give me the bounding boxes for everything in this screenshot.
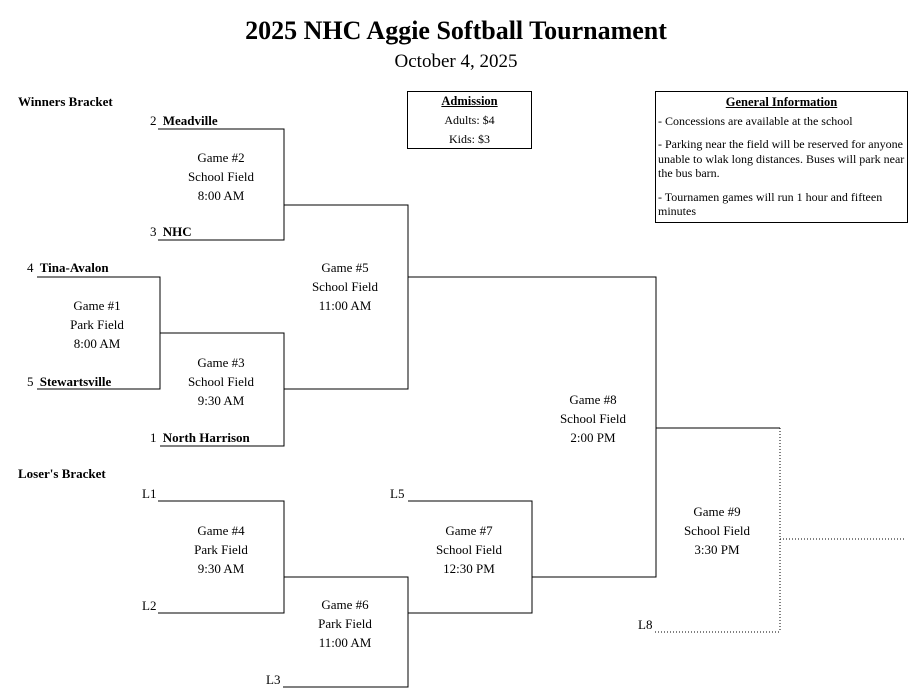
team-name: Meadville [162, 113, 218, 128]
game-5-info: Game #5 School Field 11:00 AM [285, 258, 405, 315]
game-name: Game #8 [569, 392, 617, 407]
game-field: School Field [187, 169, 255, 184]
tournament-date: October 4, 2025 [394, 51, 518, 72]
game-2-info: Game #2 School Field 8:00 AM [161, 148, 281, 205]
game-time: 9:30 AM [197, 393, 245, 408]
game-8-info: Game #8 School Field 2:00 PM [533, 390, 653, 447]
game-time: 8:00 AM [197, 188, 245, 203]
loser-slot-l5: L5 [390, 486, 405, 501]
game-time: 9:30 AM [197, 561, 245, 576]
loser-slot-l1: L1 [142, 486, 157, 501]
game-time: 2:00 PM [570, 430, 616, 445]
game7-connector [408, 500, 533, 614]
info-parking: - Parking near the field will be reserve… [658, 137, 905, 180]
game-field: Park Field [318, 616, 372, 631]
game-name: Game #2 [197, 150, 245, 165]
seed-number: 4 [27, 260, 34, 275]
game-time: 11:00 AM [318, 635, 372, 650]
loser-slot-l2: L2 [142, 598, 157, 613]
game-9-info: Game #9 School Field 3:30 PM [657, 502, 777, 559]
team-north-harrison: 1 North Harrison [150, 430, 250, 446]
team-name: Tina-Avalon [39, 260, 109, 275]
game-name: Game #5 [321, 260, 369, 275]
game-name: Game #3 [197, 355, 245, 370]
team-nhc: 3 NHC [150, 224, 192, 240]
game-field: School Field [187, 374, 255, 389]
game-time: 11:00 AM [318, 298, 372, 313]
game4-connector [158, 500, 285, 614]
team-stewartsville: 5 Stewartsville [27, 374, 111, 390]
game-field: Park Field [70, 317, 124, 332]
losers-bracket-label: Loser's Bracket [18, 466, 106, 481]
game6-connector [283, 576, 409, 688]
general-info-box: General Information - Concessions are av… [655, 91, 908, 223]
admission-adults: Adults: $4 [444, 113, 495, 127]
winners-bracket-label: Winners Bracket [18, 94, 113, 109]
game-field: School Field [435, 542, 503, 557]
game-name: Game #6 [321, 597, 369, 612]
game-3-info: Game #3 School Field 9:30 AM [161, 353, 281, 410]
game-field: School Field [311, 279, 379, 294]
admission-kids: Kids: $3 [448, 132, 490, 146]
team-name: North Harrison [162, 430, 250, 445]
admission-box: Admission Adults: $4 Kids: $3 [407, 91, 532, 149]
game-time: 3:30 PM [694, 542, 740, 557]
info-game-length: - Tournamen games will run 1 hour and fi… [658, 189, 883, 219]
game-7-info: Game #7 School Field 12:30 PM [409, 521, 529, 578]
game-name: Game #9 [693, 504, 741, 519]
game-field: Park Field [194, 542, 248, 557]
game-time: 8:00 AM [73, 336, 121, 351]
game-field: School Field [559, 411, 627, 426]
page-title: 2025 NHC Aggie Softball Tournament [245, 16, 667, 45]
team-name: NHC [162, 224, 192, 239]
game-name: Game #1 [73, 298, 121, 313]
game-name: Game #4 [197, 523, 245, 538]
info-concessions: - Concessions are available at the schoo… [658, 113, 853, 128]
game5-connector [284, 204, 409, 390]
seed-number: 2 [150, 113, 157, 128]
game2-connector [158, 128, 285, 241]
seed-number: 1 [150, 430, 157, 445]
team-tina-avalon: 4 Tina-Avalon [27, 260, 109, 276]
game-1-info: Game #1 Park Field 8:00 AM [37, 296, 157, 353]
game-time: 12:30 PM [443, 561, 495, 576]
loser-slot-l3: L3 [266, 672, 281, 687]
game-6-info: Game #6 Park Field 11:00 AM [285, 595, 405, 652]
team-name: Stewartsville [39, 374, 112, 389]
admission-heading: Admission [441, 94, 498, 108]
general-info-heading: General Information [725, 95, 838, 109]
game-field: School Field [683, 523, 751, 538]
team-meadville: 2 Meadville [150, 113, 218, 129]
game-4-info: Game #4 Park Field 9:30 AM [161, 521, 281, 578]
loser-slot-l8: L8 [638, 617, 653, 632]
game8-connector [408, 276, 657, 578]
game-name: Game #7 [445, 523, 493, 538]
seed-number: 3 [150, 224, 157, 239]
seed-number: 5 [27, 374, 34, 389]
